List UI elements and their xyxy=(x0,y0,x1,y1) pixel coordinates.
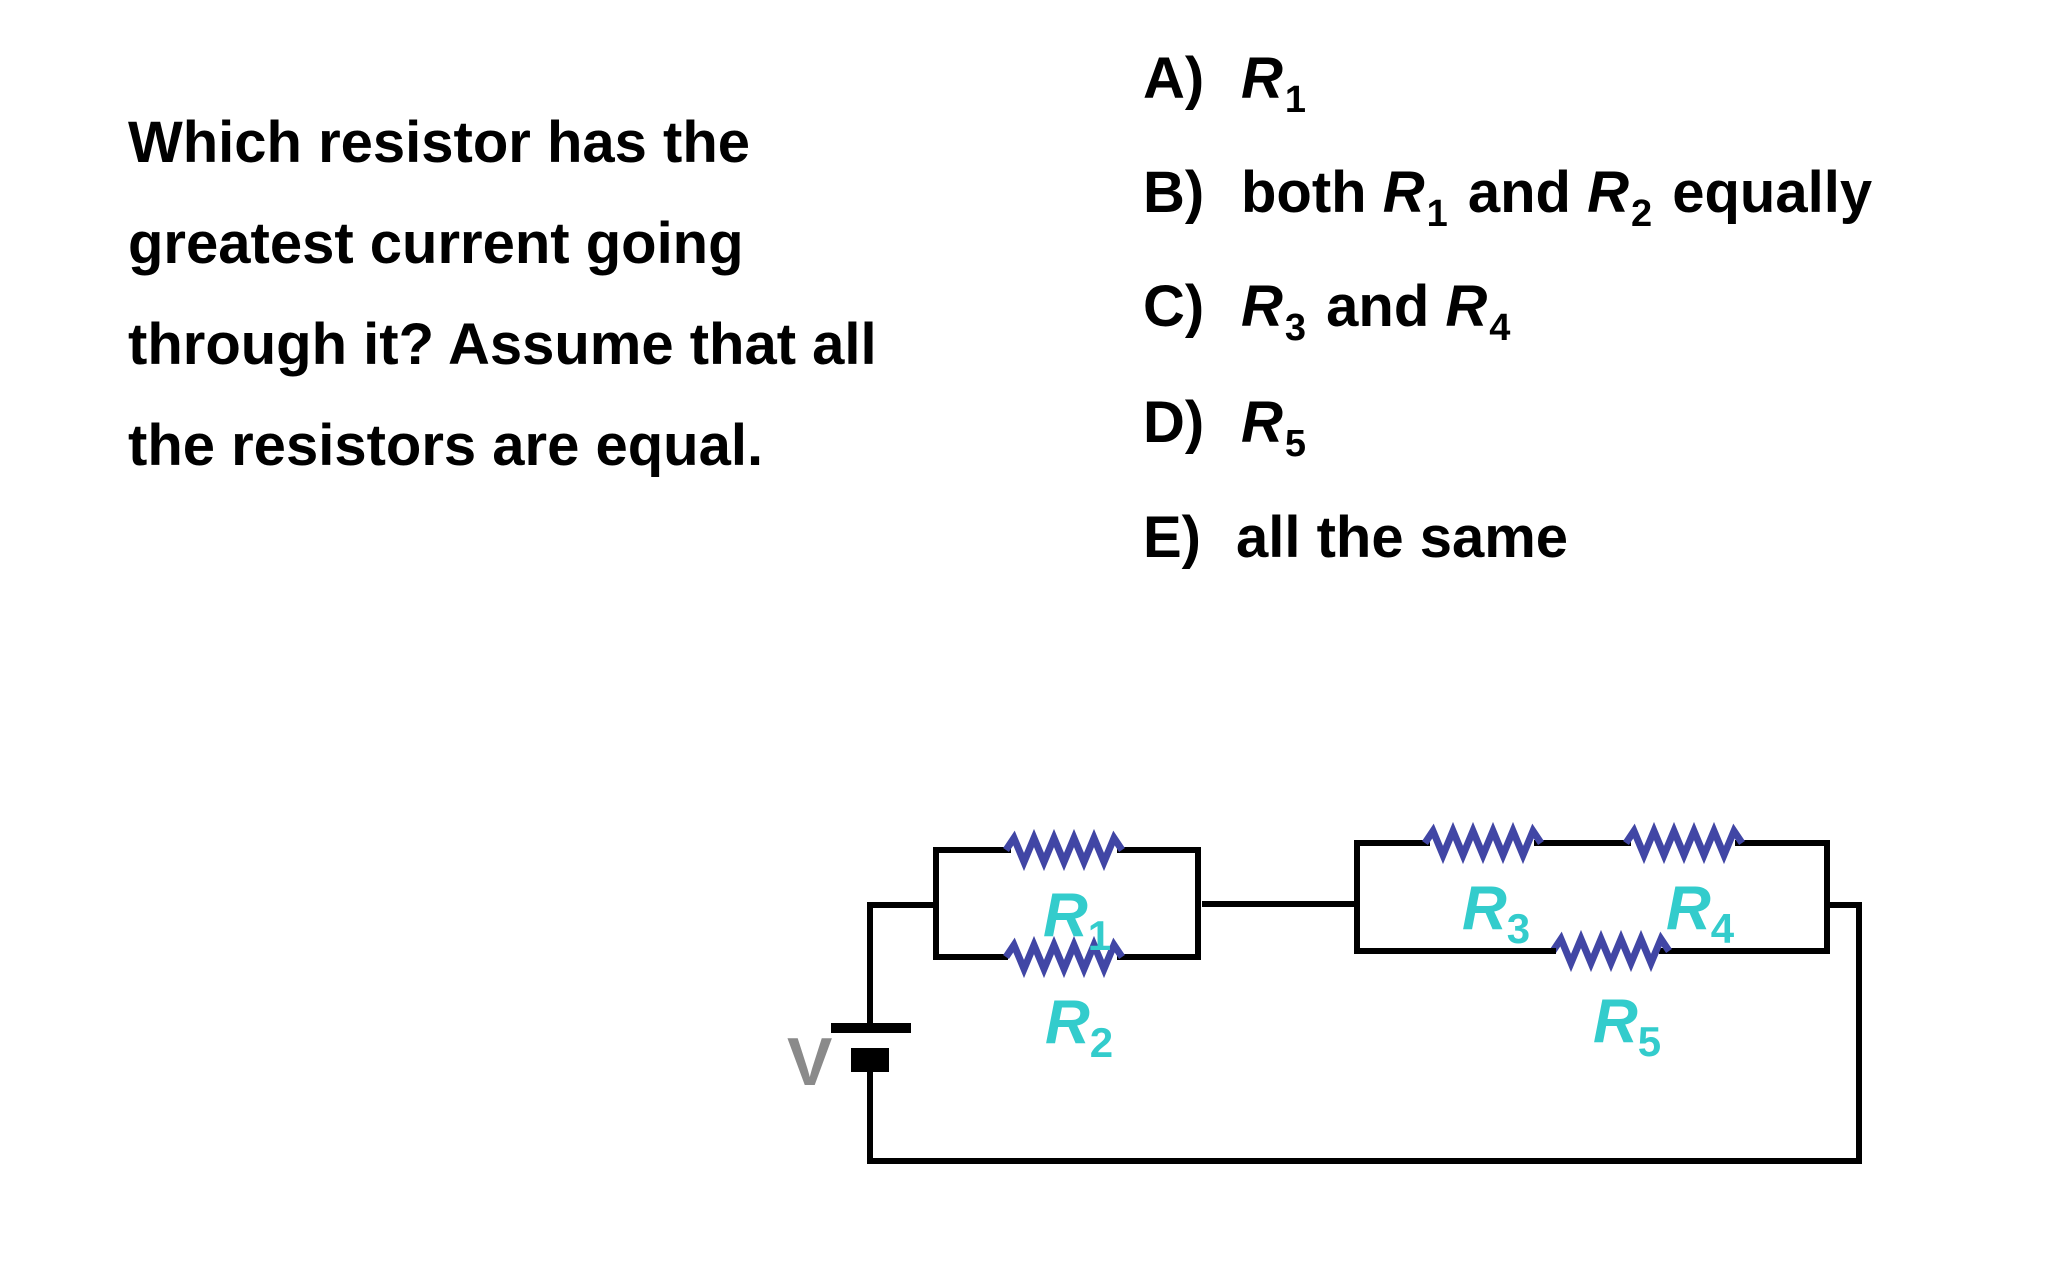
option-letter: B) xyxy=(1143,160,1205,225)
resistor-r4 xyxy=(1623,821,1745,865)
resistor-subscript: 1 xyxy=(1426,193,1448,235)
answer-option-d[interactable]: D) R5 xyxy=(1143,388,1310,465)
question-line: greatest current going xyxy=(128,211,744,276)
option-text: equally xyxy=(1656,160,1873,225)
resistor-symbol: R xyxy=(1241,46,1283,111)
option-letter: E) xyxy=(1143,505,1201,570)
wire-left-bottom xyxy=(867,902,1862,1164)
option-text: both xyxy=(1241,160,1383,225)
label-r2: R2 xyxy=(1045,988,1113,1066)
label-r4: R4 xyxy=(1666,874,1735,952)
resistor-subscript: 1 xyxy=(1284,79,1307,121)
resistor-symbol: R xyxy=(1587,160,1629,225)
resistor-subscript: 2 xyxy=(1630,193,1653,235)
option-text: and xyxy=(1451,160,1588,225)
option-text: all the same xyxy=(1236,505,1569,570)
answer-option-a[interactable]: A) R1 xyxy=(1143,44,1310,121)
label-r1: R1 xyxy=(1043,881,1111,959)
question-text: Which resistor has the greatest current … xyxy=(128,92,988,496)
answer-option-b[interactable]: B)both R1 and R2 equally xyxy=(1143,158,1872,235)
resistor-subscript: 4 xyxy=(1489,307,1511,349)
parallel-block-r1-r2 xyxy=(933,847,1201,960)
answer-option-e[interactable]: E) all the same xyxy=(1143,503,1568,573)
resistor-subscript: 3 xyxy=(1284,307,1307,349)
question-line: through it? Assume that all xyxy=(128,312,877,377)
resistor-r3 xyxy=(1422,821,1544,865)
resistor-symbol: R xyxy=(1241,390,1283,455)
answer-option-c[interactable]: C)R3 and R4 xyxy=(1143,272,1514,349)
resistor-r1 xyxy=(1003,828,1125,872)
resistor-r2 xyxy=(1003,935,1125,979)
resistor-symbol: R xyxy=(1241,274,1283,339)
block-r3-r4-r5 xyxy=(1354,840,1830,954)
resistor-symbol: R xyxy=(1382,160,1425,225)
option-letter: C) xyxy=(1143,274,1205,339)
label-r3: R3 xyxy=(1462,874,1530,952)
resistor-symbol: R xyxy=(1445,274,1488,339)
option-letter: D) xyxy=(1143,390,1205,455)
resistor-subscript: 5 xyxy=(1284,423,1307,465)
resistor-r5 xyxy=(1550,929,1672,973)
battery-label: V xyxy=(787,1024,832,1100)
option-letter: A) xyxy=(1143,46,1205,111)
question-line: the resistors are equal. xyxy=(128,413,764,478)
wire-left-top xyxy=(867,902,939,1027)
question-line: Which resistor has the xyxy=(128,110,751,175)
option-text: and xyxy=(1310,274,1446,339)
battery-plate-short xyxy=(851,1048,889,1072)
label-r5: R5 xyxy=(1593,987,1661,1065)
